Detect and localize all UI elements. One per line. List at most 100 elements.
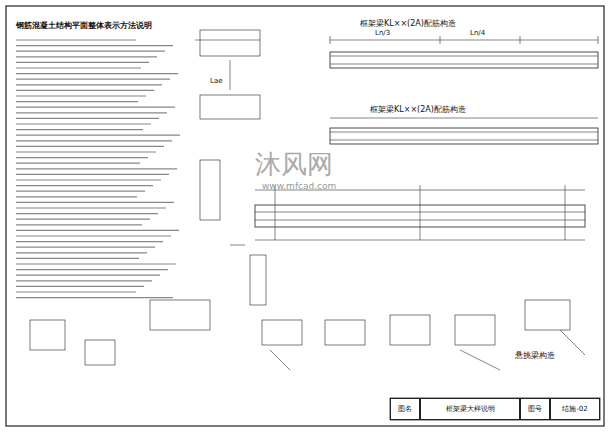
note-text-line <box>16 219 150 220</box>
rebar-line <box>460 350 500 370</box>
rebar-line <box>560 330 585 355</box>
rebar-line <box>195 40 260 41</box>
note-text-line <box>16 213 158 214</box>
note-text-line <box>16 291 136 292</box>
drawing-outline <box>6 6 604 426</box>
cell-text: 框架梁大样说明 <box>446 404 495 414</box>
rebar-line <box>330 140 598 141</box>
note-text-line <box>16 95 146 96</box>
note-text-line <box>16 275 160 276</box>
rebar-line <box>270 350 290 370</box>
rebar-line <box>440 36 441 44</box>
cell-text: 图名 <box>398 404 412 414</box>
note-text-line <box>16 140 172 141</box>
note-text-line <box>16 51 165 52</box>
title-block-cell: 框架梁大样说明 <box>420 398 520 420</box>
rebar-line <box>255 240 585 241</box>
note-text-line <box>16 56 157 57</box>
note-text-line <box>16 151 156 152</box>
rebar-line <box>330 36 331 44</box>
drawing-outline <box>330 128 598 144</box>
note-text-line <box>16 297 173 298</box>
drawing-outline <box>200 30 260 56</box>
note-text-line <box>16 135 180 136</box>
rebar-line <box>330 56 598 57</box>
rebar-line <box>230 60 231 90</box>
note-text-line <box>16 79 170 80</box>
drawing-outline <box>390 398 600 420</box>
drawing-label: Ln/3 <box>375 30 390 38</box>
note-text-line <box>16 252 147 253</box>
note-text-line <box>16 230 179 231</box>
rebar-line <box>330 40 598 41</box>
note-text-line <box>16 67 141 68</box>
title-block-cell: 结施-02 <box>550 398 600 420</box>
note-text-line <box>16 235 171 236</box>
watermark: www.mfcad.com <box>262 182 336 192</box>
note-text-line <box>16 73 178 74</box>
note-text-line <box>16 107 175 108</box>
note-text-line <box>16 224 142 225</box>
rebar-line <box>275 185 276 240</box>
drawing-outline <box>30 320 65 350</box>
note-text-line <box>16 241 163 242</box>
sheet-title: 钢筋混凝土结构平面整体表示方法说明 <box>16 22 152 31</box>
note-text-line <box>16 101 138 102</box>
drawing-outline <box>150 300 210 330</box>
note-text-line <box>16 168 177 169</box>
drawing-outline <box>325 320 365 345</box>
note-text-line <box>16 191 145 192</box>
note-text-line <box>16 258 139 259</box>
drawing-outline <box>455 315 495 345</box>
drawing-label: 悬挑梁构造 <box>515 352 555 361</box>
note-text-line <box>16 112 167 113</box>
rebar-line <box>330 118 598 119</box>
note-text-line <box>16 146 164 147</box>
note-text-line <box>16 207 166 208</box>
note-text-line <box>16 123 151 124</box>
drawing-outline <box>85 340 115 365</box>
cell-text: 图号 <box>528 404 542 414</box>
drawing-label: Lae <box>210 78 223 86</box>
note-text-line <box>16 247 155 248</box>
rebar-line <box>330 64 598 65</box>
note-text-line <box>16 45 173 46</box>
note-text-line <box>16 157 148 158</box>
drawing-outline <box>200 95 260 119</box>
note-text-line <box>16 286 144 287</box>
drawing-outline <box>330 52 598 68</box>
drawing-outline <box>525 300 570 330</box>
rebar-line <box>230 245 245 246</box>
note-text-line <box>16 174 169 175</box>
drawing-outline <box>390 315 430 345</box>
drawing-label: 框架梁KL××(2A)配筋构造 <box>370 106 466 115</box>
title-block-cell: 图号 <box>520 398 550 420</box>
note-text-line <box>16 185 153 186</box>
rebar-line <box>330 132 598 133</box>
note-text-line <box>16 179 161 180</box>
note-text-line <box>16 196 137 197</box>
note-text-line <box>16 202 174 203</box>
drawing-outline <box>250 255 266 305</box>
drawing-label: 框架梁KL××(2A)配筋构造 <box>360 20 456 29</box>
note-text-line <box>16 263 176 264</box>
note-text-line <box>16 163 140 164</box>
rebar-line <box>598 36 599 44</box>
rebar-line <box>520 36 521 44</box>
drawing-label: Ln/4 <box>470 30 485 38</box>
cell-text: 结施-02 <box>562 404 587 414</box>
rebar-line <box>420 185 421 240</box>
drawing-outline <box>200 160 220 220</box>
note-text-line <box>16 269 168 270</box>
note-text-line <box>16 39 136 40</box>
note-text-line <box>16 62 149 63</box>
note-text-line <box>16 280 152 281</box>
note-text-line <box>16 84 162 85</box>
note-text-line <box>16 118 159 119</box>
note-text-line <box>16 90 154 91</box>
watermark: 沐风网 <box>255 150 333 179</box>
rebar-line <box>565 185 566 240</box>
title-block-cell: 图名 <box>390 398 420 420</box>
